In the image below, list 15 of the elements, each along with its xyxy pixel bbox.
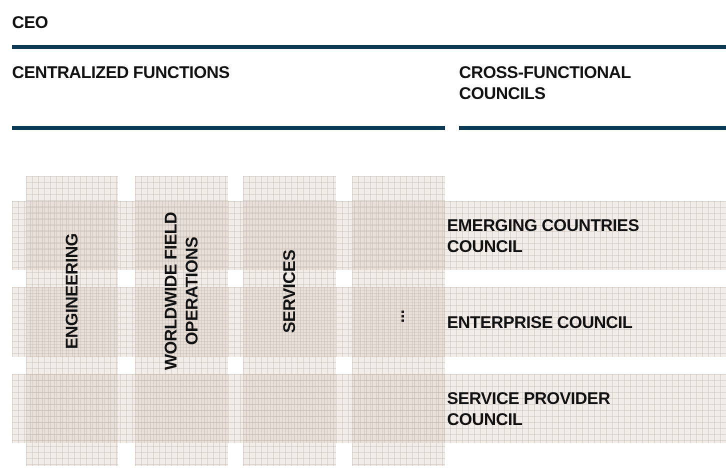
section-heading: CROSS-FUNCTIONAL COUNCILS — [459, 62, 632, 104]
function-label: ENGINEERING — [62, 233, 82, 349]
council-row — [12, 374, 726, 443]
council-label: SERVICE PROVIDER COUNCIL — [447, 388, 612, 430]
function-column — [352, 176, 445, 466]
function-label: ... — [388, 309, 409, 323]
section-heading: CENTRALIZED FUNCTIONS — [12, 62, 231, 83]
top-heading: CEO — [12, 12, 49, 33]
function-label: SERVICES — [279, 249, 300, 333]
function-label: WORLDWIDE FIELD OPERATIONS — [160, 211, 202, 372]
function-column — [26, 176, 118, 466]
function-column — [243, 176, 336, 466]
function-column — [135, 176, 228, 466]
council-label: ENTERPRISE COUNCIL — [447, 312, 632, 332]
council-label: EMERGING COUNTRIES COUNCIL — [447, 214, 640, 256]
